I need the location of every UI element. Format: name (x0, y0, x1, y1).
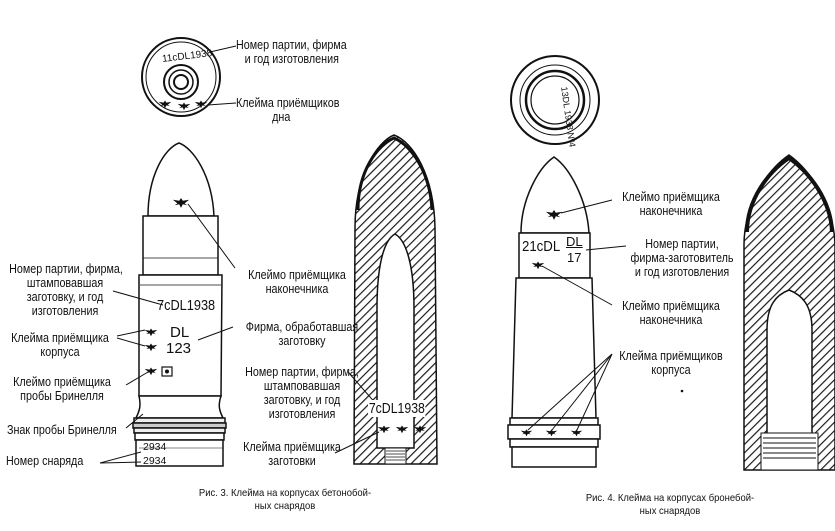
fig4-shell-exterior (507, 156, 601, 468)
fig4-firm-stamp: DL (566, 234, 583, 249)
fig4-lot-stamp: 21cDL (522, 238, 561, 255)
fig4-caption: Рис. 4. Клейма на корпусах бронебой- ных… (585, 492, 755, 517)
fig3-leader-lines (99, 203, 380, 464)
fig3-shell-section (353, 134, 438, 465)
base-lot-label: Номер партии, фирма и год изготовления (236, 38, 347, 66)
section-lot-label: Номер партии, фирма, штамповавшая загото… (245, 365, 359, 421)
lot-forging-label: Номер партии, фирма, штамповавшая загото… (9, 262, 123, 318)
fig3-shell-exterior (132, 142, 227, 467)
fig4-firm-number-stamp: 17 (567, 250, 582, 265)
fig4-cap-inspector-label-2: Клеймо приёмщика наконечника (622, 299, 720, 327)
fig4-cap-inspector-label-1: Клеймо приёмщика наконечника (622, 190, 720, 218)
shell-number-upper: 2934 (143, 441, 167, 453)
fig4-body-inspectors-label: Клейма приёмщиков корпуса (619, 349, 723, 377)
cap-inspector-label: Клеймо приёмщика наконечника (248, 268, 346, 296)
fig3-base-view (141, 37, 237, 117)
blank-inspectors-label: Клейма приёмщика заготовки (243, 440, 341, 468)
base-inspector-label: Клейма приёмщиков дна (236, 96, 340, 124)
firm-number-stamp: 123 (166, 340, 192, 357)
brinell-inspector-label: Клеймо приёмщика пробы Бринелля (13, 375, 111, 403)
fig3-caption: Рис. 3. Клейма на корпусах бетонобой- ны… (198, 487, 372, 512)
fig4-lot-firm-label: Номер партии, фирма-заготовитель и год и… (630, 237, 734, 279)
shell-number-label: Номер снаряда (6, 454, 84, 468)
shell-number-lower: 2934 (143, 455, 167, 467)
body-lot-stamp: 7cDL1938 (157, 297, 216, 314)
brinell-mark-label: Знак пробы Бринелля (7, 423, 117, 437)
fig4-leader-lines (527, 199, 684, 431)
body-inspectors-label: Клейма приёмщика корпуса (11, 331, 109, 359)
machining-firm-label: Фирма, обработавшая заготовку (245, 320, 359, 348)
section-lot-stamp: 7cDL1938 (368, 400, 426, 417)
fig4-base-view (510, 55, 600, 145)
fig4-shell-section (743, 154, 835, 471)
firm-stamp: DL (170, 324, 190, 341)
